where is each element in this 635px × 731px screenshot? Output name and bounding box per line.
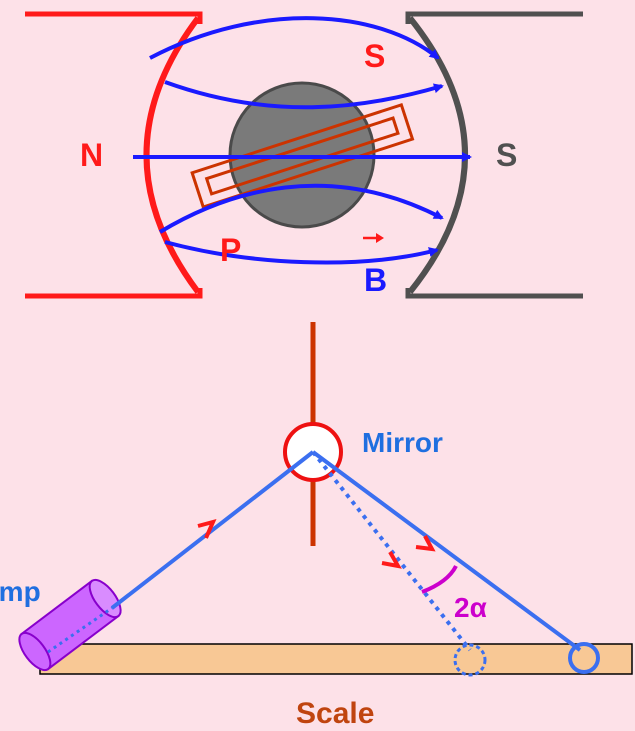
magnetic-field-lines (133, 16, 472, 265)
scale-label: Scale (296, 697, 374, 730)
field-vector-arrow (363, 233, 384, 243)
reflected-beam-deflected (311, 450, 582, 652)
original-spot-icon (453, 643, 487, 677)
reflected-beam-original (311, 450, 472, 652)
lamp-beam-inside (47, 606, 113, 654)
lamp-label: Lamp (0, 576, 41, 607)
deflected-spot-icon (568, 642, 600, 674)
lamp-icon (18, 578, 122, 672)
incident-direction-arrow (197, 518, 217, 539)
coil (190, 102, 415, 209)
north-pole-label: N (80, 137, 103, 173)
coil-s-label: S (364, 38, 385, 74)
south-pole-label: S (496, 137, 517, 173)
reflected-direction-arrow (415, 535, 436, 552)
mirror-label: Mirror (362, 427, 443, 458)
field-b-label: B (364, 262, 387, 298)
original-direction-arrow (381, 551, 402, 569)
angle-label: 2α (454, 592, 487, 623)
coil-p-label: P (220, 232, 241, 268)
deflection-angle-arc (421, 565, 458, 594)
incident-beam (110, 450, 315, 610)
scale-bar (39, 643, 633, 675)
